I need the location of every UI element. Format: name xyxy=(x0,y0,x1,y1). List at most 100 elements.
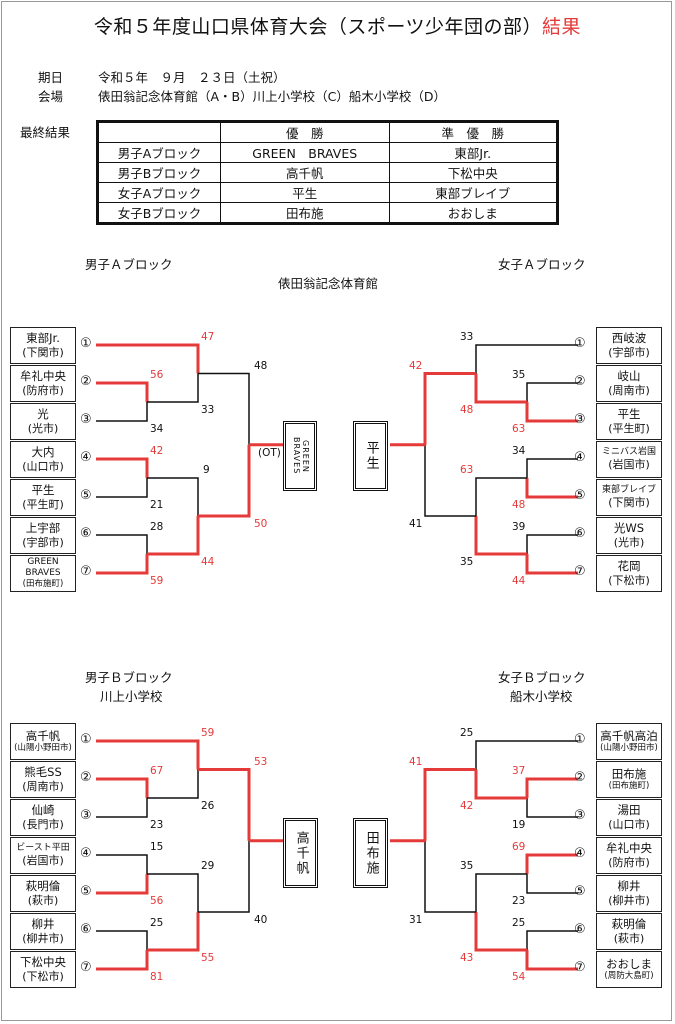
score: 48 xyxy=(512,499,526,511)
score: 40 xyxy=(254,914,268,926)
team-place: (周南市) xyxy=(22,779,64,793)
team-name: GREEN BRAVES xyxy=(25,556,61,579)
bracket-line xyxy=(96,343,200,374)
team-box: 岐山(周南市) xyxy=(596,365,662,402)
team-place: (光市) xyxy=(613,535,645,549)
seed-number: ⑥ xyxy=(80,922,92,937)
champion-name: 高千帆 xyxy=(293,830,309,876)
score: 48 xyxy=(254,359,268,372)
team-name: 光 xyxy=(37,407,49,422)
team-box: 花岡(下松市) xyxy=(596,555,662,592)
bracket-line xyxy=(474,769,527,800)
bracket-line xyxy=(147,373,199,403)
bracket-mb-venue: 川上小学校 xyxy=(100,689,163,704)
team-name: 仙崎 xyxy=(31,803,55,818)
score: 59 xyxy=(201,727,215,739)
score: 41 xyxy=(409,755,423,768)
team-box: 光(光市) xyxy=(10,403,76,440)
bracket-line xyxy=(147,769,199,799)
seed-number: ② xyxy=(574,374,586,389)
score: 35 xyxy=(460,556,474,568)
bracket-line xyxy=(474,373,527,404)
results-row: 男子Bブロック高千帆下松中央 xyxy=(97,162,558,183)
score: 25 xyxy=(150,917,164,929)
team-box: 上宇部(宇部市) xyxy=(10,517,76,554)
team-place: (下関市) xyxy=(22,345,64,359)
team-box: 大内(山口市) xyxy=(10,441,76,478)
team-name: 萩明倫 xyxy=(611,917,647,932)
bracket-line xyxy=(96,457,149,478)
bracket-line xyxy=(526,874,578,894)
team-box: ビースト平田(岩国市) xyxy=(10,837,76,874)
seed-number: ⑤ xyxy=(574,488,586,503)
bracket-line xyxy=(147,912,200,952)
team-name: 下松中央 xyxy=(20,955,66,970)
seed-number: ③ xyxy=(574,412,586,427)
score: 25 xyxy=(512,917,526,929)
champion-box-wa: 平生 xyxy=(353,421,388,491)
score: 43 xyxy=(460,952,474,964)
team-place: (宇部市) xyxy=(22,535,64,549)
score: 15 xyxy=(150,841,164,853)
team-place: (田布施町) xyxy=(22,579,64,590)
team-place: (岩国市) xyxy=(608,458,650,472)
team-place: (岩国市) xyxy=(22,854,64,868)
score: 44 xyxy=(512,575,526,587)
champion-name: GREEN BRAVES xyxy=(292,437,310,482)
team-box: 東部ブレイブ(下関市) xyxy=(596,479,662,516)
bracket-line xyxy=(198,840,250,913)
team-box: 牟礼中央(防府市) xyxy=(10,365,76,402)
team-place: (下関市) xyxy=(608,496,650,510)
team-box: おおしま(周防大島町) xyxy=(596,951,662,988)
seed-number: ⑦ xyxy=(574,960,586,975)
team-place: (田布施町) xyxy=(608,781,650,792)
bracket-line xyxy=(423,372,476,445)
team-name: 岐山 xyxy=(617,369,641,384)
score: 39 xyxy=(512,521,526,533)
bracket-line xyxy=(96,854,148,874)
seed-number: ④ xyxy=(574,450,586,465)
score: 21 xyxy=(150,499,164,511)
score: 69 xyxy=(512,841,526,853)
team-name: 牟礼中央 xyxy=(606,841,652,856)
bracket-line xyxy=(96,554,149,575)
bracket-line xyxy=(424,444,476,517)
team-place: (山口市) xyxy=(608,817,650,831)
score: 34 xyxy=(150,423,164,435)
score: 23 xyxy=(512,895,526,907)
score: 47 xyxy=(201,331,215,343)
bracket-line xyxy=(423,768,476,841)
team-place: (平生町) xyxy=(608,421,650,435)
team-box: 東部Jr.(下関市) xyxy=(10,327,76,364)
score: 53 xyxy=(254,755,268,768)
seed-number: ⑥ xyxy=(574,526,586,541)
score: 50 xyxy=(254,518,268,530)
team-place: (柳井市) xyxy=(608,893,650,907)
bracket-line xyxy=(526,798,578,818)
score: 26 xyxy=(201,800,215,812)
bracket-line xyxy=(525,777,578,798)
team-place: (山陽小野田市) xyxy=(14,743,72,754)
bracket-line xyxy=(474,516,527,556)
seed-number: ⑤ xyxy=(574,884,586,899)
seed-number: ① xyxy=(80,336,92,351)
bracket-line xyxy=(475,873,527,912)
team-box: 下松中央(下松市) xyxy=(10,951,76,988)
team-box: 西岐波(宇部市) xyxy=(596,327,662,364)
team-box: 田布施(田布施町) xyxy=(596,761,662,798)
team-name: 柳井 xyxy=(617,879,641,894)
team-box: 萩明倫(萩市) xyxy=(596,913,662,950)
seed-number: ⑤ xyxy=(80,488,92,503)
score: 19 xyxy=(512,819,526,831)
team-place: (平生町) xyxy=(22,497,64,511)
seed-number: ⑤ xyxy=(80,884,92,899)
seed-number: ④ xyxy=(574,846,586,861)
team-name: 光WS xyxy=(613,521,645,536)
team-place: (下松市) xyxy=(608,573,650,587)
bracket-line xyxy=(198,372,250,445)
score: 29 xyxy=(201,860,215,872)
team-name: 柳井 xyxy=(31,917,55,932)
bracket-line xyxy=(147,477,199,516)
bracket-line xyxy=(147,873,199,912)
